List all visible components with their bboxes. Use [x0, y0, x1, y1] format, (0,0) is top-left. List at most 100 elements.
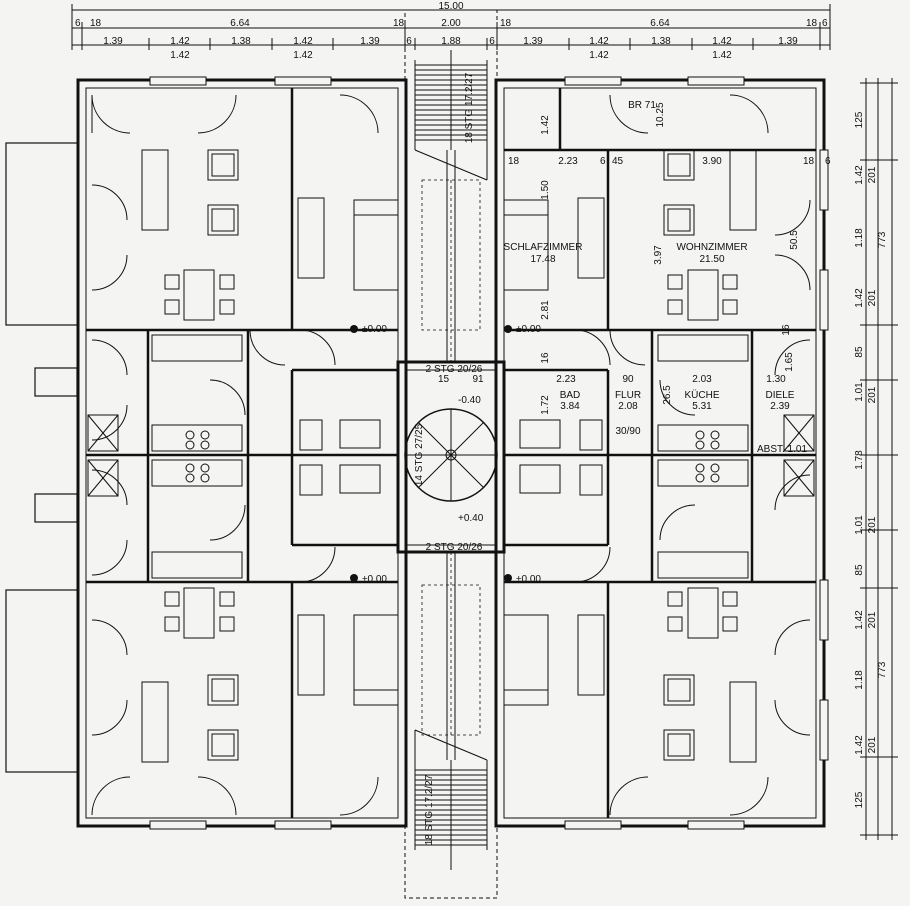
dim-label: 1.88: [441, 36, 461, 47]
dim-label: 1.01: [854, 515, 865, 535]
room-area-flur: 2.08: [618, 401, 638, 412]
dim-label: 6: [825, 156, 831, 167]
room-name-bad: BAD: [560, 390, 581, 401]
dim-total: 15.00: [438, 1, 463, 12]
dim-label: 2.23: [558, 156, 578, 167]
dim-label: 3.90: [702, 156, 722, 167]
dim-label: 1.38: [651, 36, 671, 47]
dim-row2: 1.39 1.42 1.38 1.42 1.39 6 1.88 6 1.39 1…: [103, 36, 798, 47]
dim-label: 1.30: [766, 374, 786, 385]
abst-label: ABST. 1.01: [757, 444, 807, 455]
dim-label: 201: [867, 166, 878, 183]
dim-label: 1.39: [103, 36, 123, 47]
stair-label-spiral: 14 STG 27/25: [414, 423, 425, 486]
dim-label: 1.42: [170, 50, 190, 61]
stair-label-bottom: 18 STG 17.2/27: [424, 774, 435, 845]
level-label-minus: -0.40: [458, 395, 481, 406]
dim-label: 1.42: [712, 50, 732, 61]
dim-label: 1.18: [854, 670, 865, 690]
level-markers: ±0.00 ±0.00 ±0.00 ±0.00: [350, 324, 541, 585]
dim-label: 26.5: [662, 385, 673, 405]
dim-label: 2.23: [556, 374, 576, 385]
dim-label: 2.81: [540, 300, 551, 320]
dim-label: 18: [806, 18, 818, 29]
dim-label: 2.00: [441, 18, 461, 29]
dim-label: 773: [877, 231, 888, 248]
dim-label: 1.42: [712, 36, 732, 47]
exterior-walls: [76, 78, 826, 828]
dim-row1: 6 18 6.64 18 2.00 18 6.64 18 6: [75, 18, 828, 29]
dim-label: 18: [803, 156, 815, 167]
dim-label: 1.42: [854, 288, 865, 308]
stair-core: [396, 9, 506, 899]
level-zero-br: ±0.00: [516, 574, 541, 585]
room-name-flur: FLUR: [615, 390, 641, 401]
dim-label: 16: [781, 324, 792, 336]
br-label: BR 71: [628, 100, 656, 111]
room-area-bad: 3.84: [560, 401, 580, 412]
room-name-schlafzimmer: SCHLAFZIMMER: [504, 242, 583, 253]
dim-label: 6: [600, 156, 606, 167]
right-dimension-chain: [860, 78, 898, 840]
dim-label: 1.42: [854, 165, 865, 185]
dim-label: 1.38: [231, 36, 251, 47]
dim-label: 3.97: [653, 245, 664, 265]
stair-label-top: 18 STG 17.2/27: [464, 72, 475, 143]
right-dim-labels: 773 773 201 201 201 201 201 201 125 1.42…: [854, 111, 888, 808]
dim-label: 1.42: [589, 36, 609, 47]
dim-label: 1.01: [854, 382, 865, 402]
dim-label: 1.39: [523, 36, 543, 47]
top-dimension-chain: [71, 4, 831, 50]
dim-label: 201: [867, 386, 878, 403]
room-area-schlafzimmer: 17.48: [530, 254, 555, 265]
room-area-wohnzimmer: 21.50: [699, 254, 724, 265]
dim-label: 125: [854, 791, 865, 808]
interior-walls: [86, 88, 816, 818]
door-size-label: 30/90: [615, 426, 640, 437]
dim-label: 6: [75, 18, 81, 29]
dim-label: 18: [508, 156, 520, 167]
dim-label: 50.5: [789, 230, 800, 250]
dim-label: 6: [489, 36, 495, 47]
dim-label: 18: [500, 18, 512, 29]
dim-label: 1.42: [170, 36, 190, 47]
dim-label: 1.42: [293, 36, 313, 47]
dim-label: 91: [472, 374, 484, 385]
dim-label: 1.42: [854, 610, 865, 630]
stair-label-mid-bottom: 2 STG 20/26: [426, 542, 483, 553]
dim-label: 1.42: [589, 50, 609, 61]
room-area-kueche: 5.31: [692, 401, 712, 412]
door-swings: [91, 94, 811, 816]
furniture: [87, 149, 815, 763]
windows: [149, 76, 829, 830]
dim-label: 1.39: [778, 36, 798, 47]
dim-label: 201: [867, 611, 878, 628]
dim-label: 1.42: [293, 50, 313, 61]
dim-label: 2.03: [692, 374, 712, 385]
dim-label: 16: [540, 352, 551, 364]
dim-label: 85: [854, 346, 865, 358]
dim-label: 1.50: [540, 180, 551, 200]
room-name-wohnzimmer: WOHNZIMMER: [676, 242, 747, 253]
level-label-plus: +0.40: [458, 513, 484, 524]
room-labels: SCHLAFZIMMER 17.48 WOHNZIMMER 21.50 BAD …: [504, 100, 808, 455]
dim-label: 773: [877, 661, 888, 678]
dim-label: 201: [867, 516, 878, 533]
dim-label: 18: [393, 18, 405, 29]
dim-label: 125: [854, 111, 865, 128]
dim-label: 90: [622, 374, 634, 385]
room-name-kueche: KÜCHE: [684, 389, 719, 401]
dim-label: 1.72: [540, 395, 551, 415]
dim-label: 1.78: [854, 450, 865, 470]
br-height-label: 10.25: [655, 102, 666, 127]
dim-label: 6: [822, 18, 828, 29]
dim-label: 1.39: [360, 36, 380, 47]
inner-dims: 18 2.23 6 45 3.90 18 6 1.50 1.42 3.97 50…: [438, 115, 831, 415]
dim-label: 18: [90, 18, 102, 29]
level-zero-bl: ±0.00: [362, 574, 387, 585]
dim-label: 1.18: [854, 228, 865, 248]
dim-label: 1.65: [784, 352, 795, 372]
dim-label: 201: [867, 736, 878, 753]
dim-label: 201: [867, 289, 878, 306]
stair-labels: 18 STG 17.2/27 18 STG 17.2/27 2 STG 20/2…: [414, 72, 484, 845]
